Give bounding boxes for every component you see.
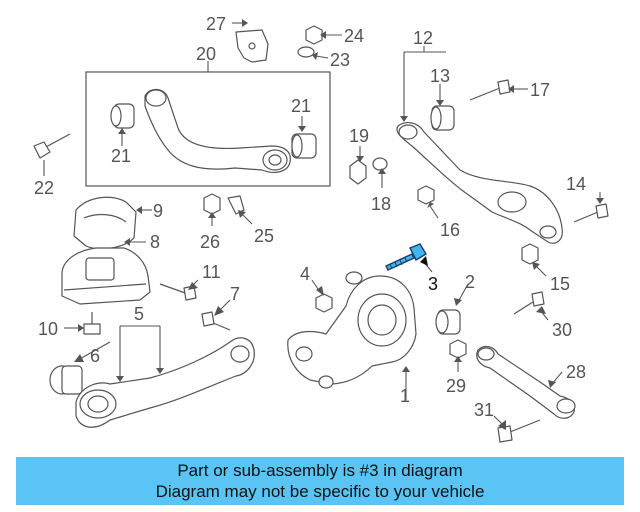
label-3-highlighted[interactable]: 3 xyxy=(428,274,438,294)
label-18[interactable]: 18 xyxy=(371,194,391,214)
nut-26[interactable] xyxy=(203,193,221,215)
bushing-21-left[interactable] xyxy=(110,103,135,129)
washer-23[interactable] xyxy=(297,46,315,58)
label-10[interactable]: 10 xyxy=(38,319,58,339)
label-26[interactable]: 26 xyxy=(200,232,220,252)
bolt-3-highlighted[interactable] xyxy=(385,243,427,271)
bolt-7[interactable] xyxy=(201,311,231,331)
label-16[interactable]: 16 xyxy=(440,220,460,240)
label-27[interactable]: 27 xyxy=(206,14,226,34)
label-29[interactable]: 29 xyxy=(446,376,466,396)
label-25[interactable]: 25 xyxy=(254,226,274,246)
info-banner: Part or sub-assembly is #3 in diagram Di… xyxy=(16,457,624,505)
bushing-2[interactable] xyxy=(435,309,461,335)
nut-29[interactable] xyxy=(449,339,467,359)
mount-9[interactable] xyxy=(73,196,137,250)
trailing-arm-5[interactable] xyxy=(75,337,255,428)
label-7[interactable]: 7 xyxy=(230,284,240,304)
bolt-10[interactable] xyxy=(83,312,101,335)
label-23[interactable]: 23 xyxy=(330,50,350,70)
bushing-13[interactable] xyxy=(430,105,455,131)
label-13[interactable]: 13 xyxy=(430,66,450,86)
label-1[interactable]: 1 xyxy=(400,386,410,406)
upper-arm-part[interactable] xyxy=(144,88,291,173)
label-28[interactable]: 28 xyxy=(566,362,586,382)
label-4[interactable]: 4 xyxy=(300,264,310,284)
label-22[interactable]: 22 xyxy=(34,178,54,198)
link-28[interactable] xyxy=(476,345,576,419)
lower-arm-12[interactable] xyxy=(396,122,563,244)
washer-16[interactable] xyxy=(417,185,435,205)
label-20[interactable]: 20 xyxy=(196,44,216,64)
bolt-11[interactable] xyxy=(159,283,197,301)
bolt-22[interactable] xyxy=(33,133,71,159)
label-11[interactable]: 11 xyxy=(202,262,221,282)
label-14[interactable]: 14 xyxy=(566,174,586,194)
label-31[interactable]: 31 xyxy=(474,400,494,420)
label-5[interactable]: 5 xyxy=(134,304,144,324)
label-21-left[interactable]: 21 xyxy=(111,146,131,166)
nut-24[interactable] xyxy=(305,25,323,45)
label-8[interactable]: 8 xyxy=(150,232,160,252)
label-6[interactable]: 6 xyxy=(90,346,100,366)
bolt-17[interactable] xyxy=(469,79,511,101)
label-21-right[interactable]: 21 xyxy=(291,96,311,116)
bushing-21-right[interactable] xyxy=(291,133,317,159)
banner-line-2: Diagram may not be specific to your vehi… xyxy=(155,482,485,501)
label-30[interactable]: 30 xyxy=(552,320,572,340)
knuckle-1[interactable] xyxy=(287,271,417,389)
bolt-14[interactable] xyxy=(573,203,609,223)
bushing-6[interactable] xyxy=(49,365,83,395)
washer-18[interactable] xyxy=(372,157,388,171)
washer-4[interactable] xyxy=(315,293,333,313)
label-12[interactable]: 12 xyxy=(413,28,433,48)
nut-15[interactable] xyxy=(521,243,539,265)
clip-25[interactable] xyxy=(227,195,245,215)
bolt-30[interactable] xyxy=(513,291,545,315)
label-17[interactable]: 17 xyxy=(530,80,550,100)
label-2[interactable]: 2 xyxy=(465,272,475,292)
nut-19[interactable] xyxy=(349,159,367,185)
label-19[interactable]: 19 xyxy=(349,126,369,146)
banner-line-1: Part or sub-assembly is #3 in diagram xyxy=(177,461,463,480)
mount-8[interactable] xyxy=(61,247,151,305)
label-15[interactable]: 15 xyxy=(550,274,570,294)
label-9[interactable]: 9 xyxy=(153,201,163,221)
label-24[interactable]: 24 xyxy=(344,26,364,46)
bracket-27[interactable] xyxy=(235,29,269,63)
